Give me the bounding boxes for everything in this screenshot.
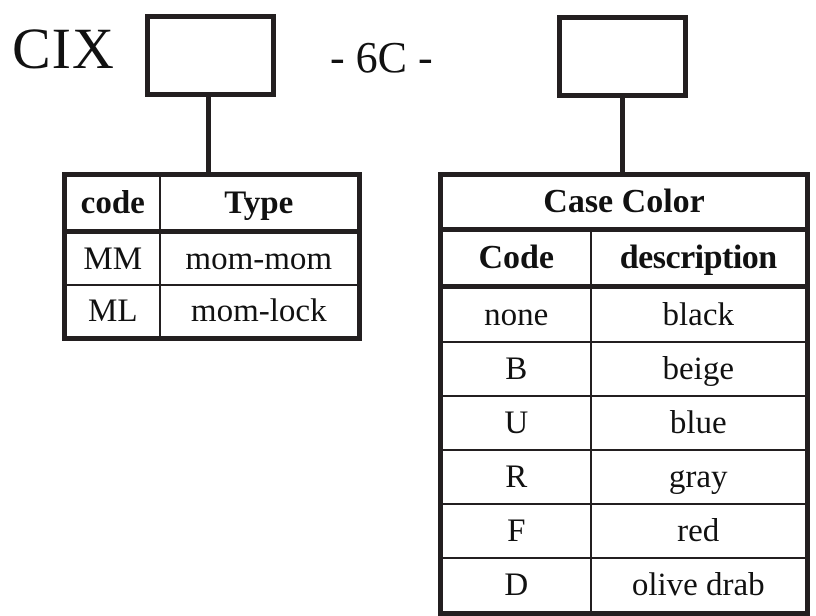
cell-description: mom-lock [158,284,361,340]
type-code-input-box[interactable] [145,14,276,97]
type-legend-table: code Type MM mom-mom ML mom-lock [62,172,362,341]
column-header-code: Code [439,228,592,289]
table-title: Case Color [439,173,809,232]
cell-description: red [589,503,809,559]
cell-code: U [439,395,592,451]
case-color-code-input-box[interactable] [557,15,688,98]
cell-description: mom-mom [158,230,361,286]
cell-code: F [439,503,592,559]
case-color-legend-table: Case Color Code description none black B… [438,172,810,616]
cell-description: olive drab [589,557,809,615]
table-header-row: code Type [63,173,361,234]
table-row: MM mom-mom [63,230,361,286]
connector-line-type [206,95,211,174]
cell-description: blue [589,395,809,451]
table-row: F red [439,503,809,559]
cell-description: black [589,285,809,343]
part-separator-label: - 6C - [330,33,433,82]
table-header-row: Code description [439,228,809,289]
cell-code: D [439,557,592,615]
cell-code: ML [63,284,161,340]
table-row: none black [439,285,809,343]
table-title-row: Case Color [439,173,809,232]
table-row: D olive drab [439,557,809,615]
table-row: B beige [439,341,809,397]
cell-code: R [439,449,592,505]
table-row: R gray [439,449,809,505]
cell-code: none [439,285,592,343]
cell-description: gray [589,449,809,505]
column-header-description: description [589,228,809,289]
cell-code: MM [63,230,161,286]
table-row: U blue [439,395,809,451]
table-row: ML mom-lock [63,284,361,340]
cell-description: beige [589,341,809,397]
column-header-code: code [63,173,161,234]
part-prefix-label: CIX [12,16,115,81]
cell-code: B [439,341,592,397]
connector-line-case-color [620,95,625,174]
column-header-type: Type [158,173,361,234]
